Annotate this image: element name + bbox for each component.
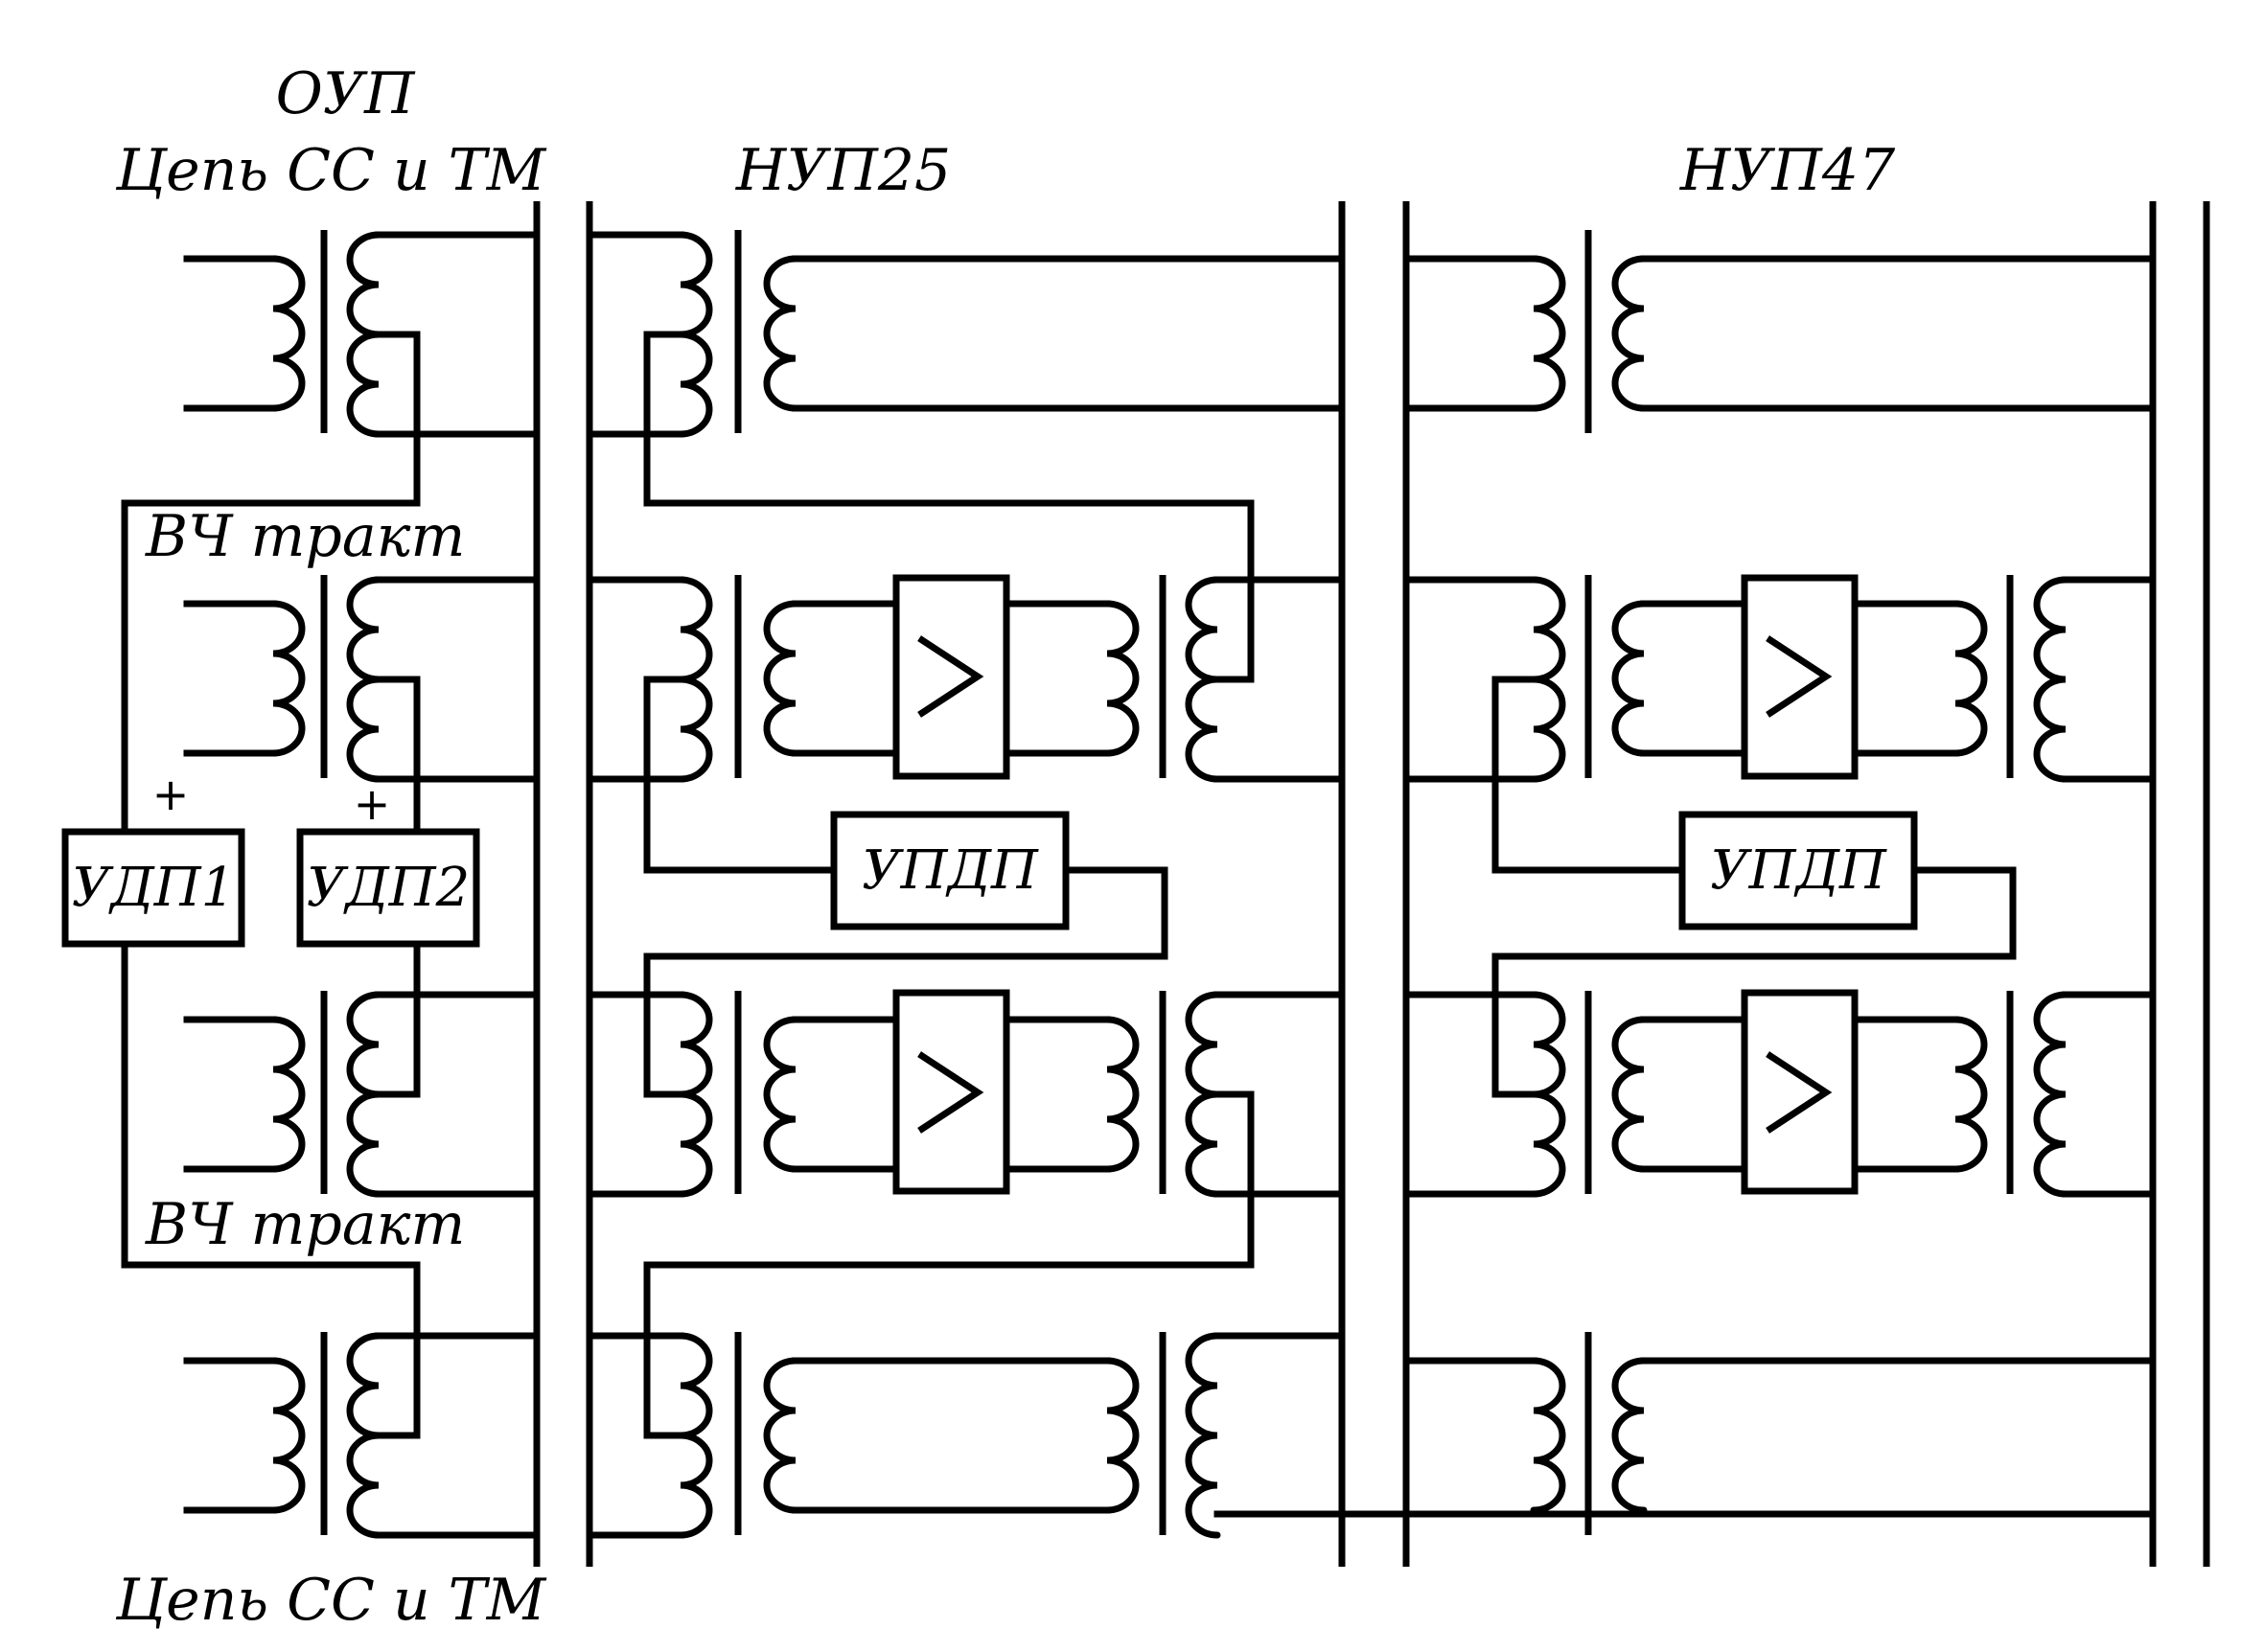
nup25-label: НУП25 (735, 137, 951, 204)
updp-label-nup25: УПДП (862, 839, 1039, 902)
udp1-label: УДП1 (72, 857, 235, 919)
chain-label-top: Цепь СС и ТМ (115, 137, 547, 204)
udp1-block: УДП1 (61, 828, 245, 948)
oup-label: ОУП (276, 60, 417, 127)
chain-label-bottom: Цепь СС и ТМ (115, 1567, 547, 1634)
amplifier-box (892, 574, 1010, 780)
oup-phantom-circuit (121, 331, 421, 1439)
nup47-label: НУП47 (1679, 137, 1896, 204)
nup47-section: УПДП (1402, 230, 2157, 1535)
amplifier-box (1741, 989, 1859, 1195)
plus-sign-udp1: + (152, 769, 190, 820)
udp2-label: УДП2 (307, 857, 470, 919)
udp2-block: УДП2 (296, 828, 480, 948)
nup25-section: УПДП (586, 230, 2157, 1539)
vch-label-1: ВЧ тракт (145, 503, 465, 570)
updp-label-nup47: УПДП (1710, 839, 1887, 902)
updp-block-nup25 (830, 811, 1070, 930)
amplifier-box (1741, 574, 1859, 780)
amplifier-box (892, 989, 1010, 1195)
labels: ОУП Цепь СС и ТМ НУП25 НУП47 ВЧ тракт ВЧ… (115, 60, 1896, 1634)
updp-block-nup47 (1678, 811, 1918, 930)
vch-label-2: ВЧ тракт (145, 1191, 465, 1258)
plus-sign-udp2: + (354, 778, 391, 830)
